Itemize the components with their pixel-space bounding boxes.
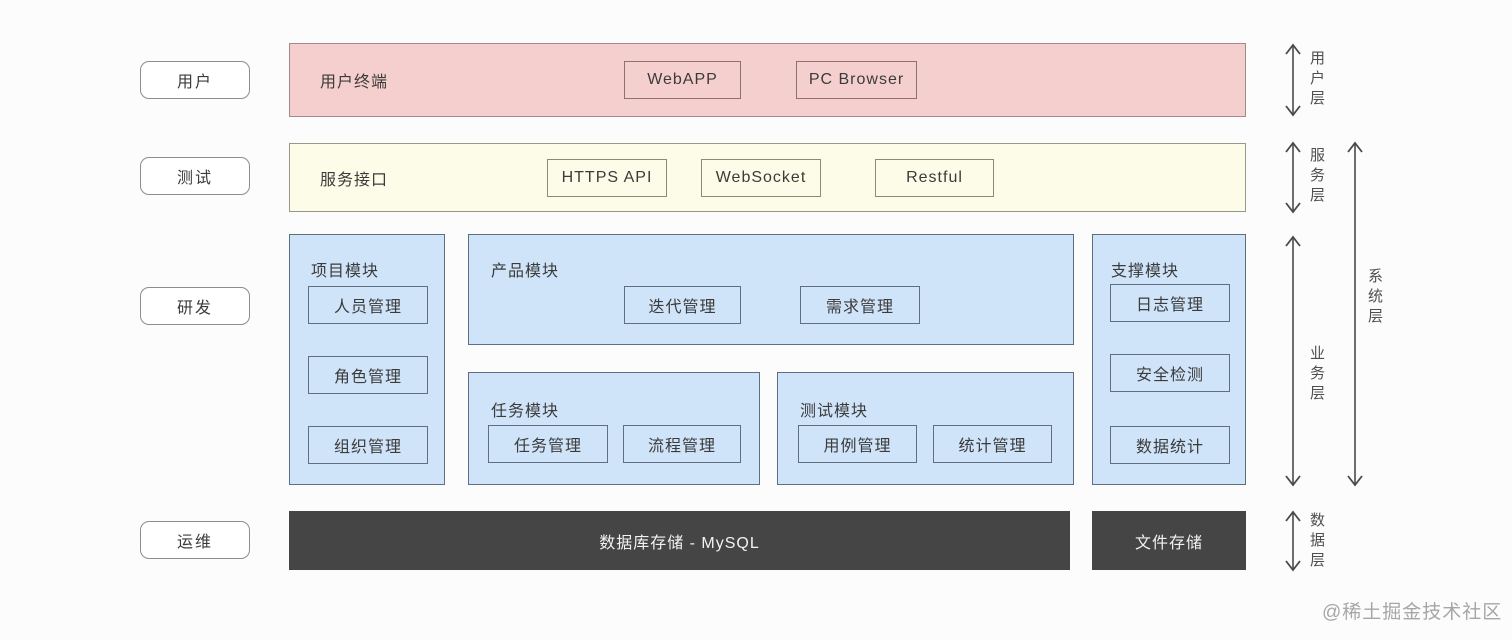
- websocket-box: WebSocket: [701, 159, 821, 197]
- log-mgmt-box: 日志管理: [1110, 284, 1230, 322]
- task-module-title: 任务模块: [491, 403, 560, 420]
- pc-browser-box: PC Browser: [796, 61, 917, 99]
- role-pill-dev: 研发: [140, 287, 250, 325]
- org-mgmt-box: 组织管理: [308, 426, 428, 464]
- user-terminal-title: 用户终端: [320, 74, 389, 91]
- usecase-mgmt-box: 用例管理: [798, 425, 917, 463]
- test-module-panel: 测试模块 用例管理 统计管理: [777, 372, 1074, 485]
- project-module-title: 项目模块: [311, 263, 380, 280]
- product-module-title: 产品模块: [491, 263, 560, 280]
- user-terminal-band: 用户终端 WebAPP PC Browser: [289, 43, 1246, 117]
- task-module-panel: 任务模块 任务管理 流程管理: [468, 372, 760, 485]
- role-pill-test: 测试: [140, 157, 250, 195]
- file-storage-box: 文件存储: [1092, 511, 1246, 570]
- statistics-mgmt-box: 统计管理: [933, 425, 1052, 463]
- role-pill-ops: 运维: [140, 521, 250, 559]
- project-module-panel: 项目模块 人员管理 角色管理 组织管理: [289, 234, 445, 485]
- test-module-title: 测试模块: [800, 403, 869, 420]
- security-check-box: 安全检测: [1110, 354, 1230, 392]
- service-interface-title: 服务接口: [320, 171, 389, 189]
- service-layer-label: 服务层: [1308, 147, 1325, 207]
- restful-box: Restful: [875, 159, 994, 197]
- process-mgmt-box: 流程管理: [623, 425, 741, 463]
- https-api-box: HTTPS API: [547, 159, 667, 197]
- role-mgmt-box: 角色管理: [308, 356, 428, 394]
- role-pill-user: 用户: [140, 61, 250, 99]
- webapp-box: WebAPP: [624, 61, 741, 99]
- product-module-panel: 产品模块 迭代管理 需求管理: [468, 234, 1074, 345]
- personnel-mgmt-box: 人员管理: [308, 286, 428, 324]
- database-storage-band: 数据库存储 - MySQL: [289, 511, 1070, 570]
- user-layer-label: 用户层: [1308, 50, 1325, 110]
- service-interface-band: 服务接口 HTTPS API WebSocket Restful: [289, 143, 1246, 212]
- task-mgmt-box: 任务管理: [488, 425, 608, 463]
- layer-arrows: [1285, 43, 1363, 572]
- business-layer-label: 业务层: [1308, 345, 1325, 405]
- system-layer-label: 系统层: [1366, 268, 1383, 328]
- data-layer-label: 数据层: [1308, 512, 1325, 572]
- support-module-panel: 支撑模块 日志管理 安全检测 数据统计: [1092, 234, 1246, 485]
- requirement-mgmt-box: 需求管理: [800, 286, 920, 324]
- support-module-title: 支撑模块: [1111, 263, 1180, 280]
- iteration-mgmt-box: 迭代管理: [624, 286, 741, 324]
- watermark: @稀土掘金技术社区: [1322, 602, 1503, 623]
- data-statistics-box: 数据统计: [1110, 426, 1230, 464]
